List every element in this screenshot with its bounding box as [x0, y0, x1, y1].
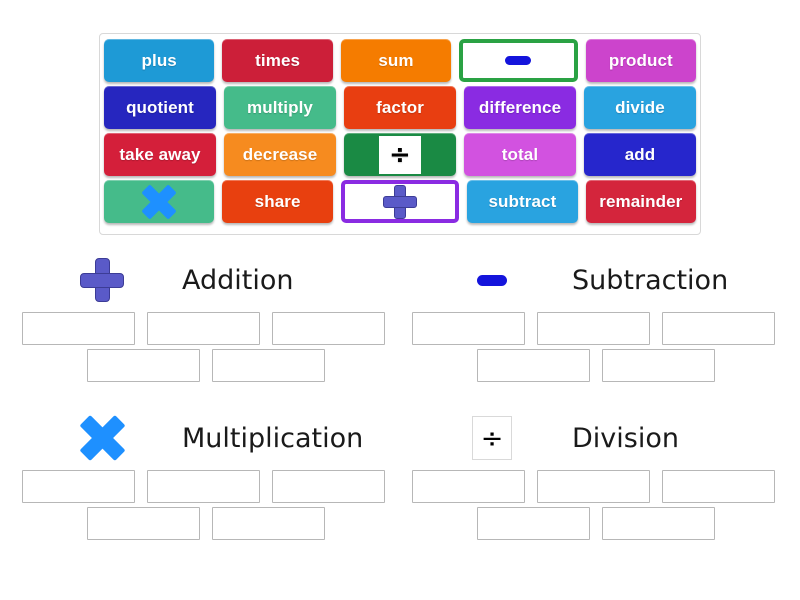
- word-tile-label: factor: [376, 97, 424, 117]
- plus-icon: [22, 258, 182, 302]
- category-multiplication: Multiplication: [22, 410, 402, 540]
- divide-icon: ÷: [389, 139, 411, 170]
- divide-icon: ÷: [412, 416, 572, 460]
- word-tile[interactable]: product: [585, 39, 697, 82]
- word-tile[interactable]: difference: [464, 86, 576, 129]
- word-tile-label: difference: [478, 97, 562, 117]
- slot-row-1: [412, 312, 792, 345]
- word-tile[interactable]: quotient: [104, 86, 216, 129]
- drop-slot[interactable]: [212, 507, 325, 540]
- word-tile[interactable]: add: [584, 133, 696, 176]
- drop-slot[interactable]: [537, 312, 650, 345]
- drop-slot[interactable]: [662, 470, 775, 503]
- category-addition: Addition: [22, 252, 402, 382]
- drop-slot[interactable]: [212, 349, 325, 382]
- minus-icon: [505, 56, 532, 65]
- category-title: Addition: [182, 264, 294, 296]
- slot-row-1: [22, 312, 402, 345]
- category-subtraction: Subtraction: [412, 252, 792, 382]
- category-title: Subtraction: [572, 264, 729, 296]
- drop-slot[interactable]: [147, 312, 260, 345]
- symbol-tile-plus-icon[interactable]: [340, 180, 460, 223]
- drop-slot[interactable]: [272, 312, 385, 345]
- word-tile-label: times: [255, 50, 301, 70]
- drop-slot[interactable]: [662, 312, 775, 345]
- word-tile-label: share: [254, 191, 301, 211]
- drop-slot[interactable]: [87, 507, 200, 540]
- word-tile-label: multiply: [247, 97, 313, 117]
- word-tile[interactable]: decrease: [224, 133, 336, 176]
- word-tile[interactable]: factor: [344, 86, 456, 129]
- word-tile[interactable]: multiply: [224, 86, 336, 129]
- divide-icon: ÷: [379, 135, 421, 174]
- drop-slot[interactable]: [412, 470, 525, 503]
- category-title: Division: [572, 422, 679, 454]
- word-tile-label: decrease: [242, 144, 318, 164]
- drop-slot[interactable]: [412, 312, 525, 345]
- word-tile[interactable]: remainder: [585, 180, 697, 223]
- word-tile-label: subtract: [488, 191, 557, 211]
- word-tile-label: plus: [141, 50, 177, 70]
- slot-row-2: [22, 507, 402, 540]
- drop-slot[interactable]: [22, 312, 135, 345]
- category-header: ÷ Division: [412, 410, 792, 466]
- multiply-x-icon: [142, 185, 176, 219]
- word-bank-row: take away decrease ÷ total add: [104, 133, 696, 176]
- divide-glyph: ÷: [472, 416, 512, 460]
- category-header: Subtraction: [412, 252, 792, 308]
- word-tile[interactable]: divide: [584, 86, 696, 129]
- slot-row-1: [412, 470, 792, 503]
- word-tile[interactable]: share: [222, 180, 333, 223]
- word-tile-label: product: [608, 50, 673, 70]
- multiply-x-icon: [22, 416, 182, 460]
- symbol-tile-divide-icon[interactable]: ÷: [344, 133, 456, 176]
- word-tile[interactable]: subtract: [467, 180, 578, 223]
- category-header: Multiplication: [22, 410, 402, 466]
- slot-row-2: [22, 349, 402, 382]
- word-bank-row: quotient multiply factor difference divide: [104, 86, 696, 129]
- category-header: Addition: [22, 252, 402, 308]
- category-title: Multiplication: [182, 422, 364, 454]
- minus-icon: [412, 274, 572, 286]
- word-tile[interactable]: times: [222, 39, 333, 82]
- word-tile-label: divide: [615, 97, 665, 117]
- drop-slot[interactable]: [147, 470, 260, 503]
- word-tile[interactable]: plus: [104, 39, 215, 82]
- plus-icon: [383, 184, 418, 219]
- word-tile-label: take away: [119, 144, 201, 164]
- drop-slot[interactable]: [602, 349, 715, 382]
- drop-slot[interactable]: [477, 507, 590, 540]
- drop-slot[interactable]: [22, 470, 135, 503]
- word-bank-row: share subtract remainder: [104, 180, 697, 223]
- word-tile[interactable]: sum: [340, 39, 452, 82]
- drop-slot[interactable]: [272, 470, 385, 503]
- word-tile-label: quotient: [126, 97, 194, 117]
- word-tile[interactable]: take away: [104, 133, 216, 176]
- symbol-tile-minus-icon[interactable]: [459, 39, 578, 82]
- slot-row-2: [412, 507, 792, 540]
- word-tile-label: remainder: [599, 191, 683, 211]
- drop-slot[interactable]: [477, 349, 590, 382]
- slot-row-1: [22, 470, 402, 503]
- word-tile-label: total: [501, 144, 539, 164]
- word-bank: plus times sum product quotient multiply facto…: [99, 33, 701, 235]
- drop-slot[interactable]: [537, 470, 650, 503]
- slot-row-2: [412, 349, 792, 382]
- drop-slot[interactable]: [602, 507, 715, 540]
- word-tile-label: sum: [378, 50, 414, 70]
- category-division: ÷ Division: [412, 410, 792, 540]
- drop-slot[interactable]: [87, 349, 200, 382]
- symbol-tile-multiply-x-icon[interactable]: [104, 180, 215, 223]
- word-bank-row: plus times sum product: [104, 39, 697, 82]
- word-tile[interactable]: total: [464, 133, 576, 176]
- word-tile-label: add: [624, 144, 656, 164]
